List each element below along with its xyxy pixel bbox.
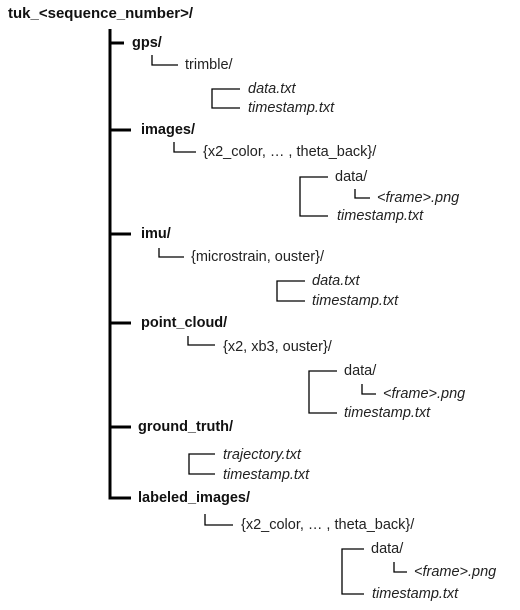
folder-point-cloud-sensors: {x2, xb3, ouster}/ xyxy=(223,339,332,355)
connector-li-files xyxy=(341,548,364,595)
file-gps-data: data.txt xyxy=(248,81,296,97)
connector-li-sub xyxy=(204,514,233,526)
folder-images-cameras: {x2_color, … , theta_back}/ xyxy=(203,144,377,160)
connector-pc-frame xyxy=(361,384,376,395)
folder-labeled-images: labeled_images/ xyxy=(138,490,251,506)
connector-pc-sub xyxy=(187,336,215,346)
folder-images-data: data/ xyxy=(335,169,368,185)
file-images-frame: <frame>.png xyxy=(377,190,460,206)
folder-point-cloud: point_cloud/ xyxy=(141,315,228,331)
folder-labeled-images-data: data/ xyxy=(371,541,404,557)
connector-images-frame xyxy=(354,189,370,199)
folder-trimble: trimble/ xyxy=(185,57,233,73)
folder-gps: gps/ xyxy=(132,35,162,51)
file-imu-data: data.txt xyxy=(312,273,360,289)
connector-gps-files xyxy=(211,88,240,109)
folder-labeled-images-cameras: {x2_color, … , theta_back}/ xyxy=(241,517,415,533)
connector-li-frame xyxy=(393,562,407,573)
connector-imu-sub xyxy=(158,248,184,258)
folder-imu: imu/ xyxy=(141,226,171,242)
file-trajectory: trajectory.txt xyxy=(223,447,301,463)
folder-imu-sensors: {microstrain, ouster}/ xyxy=(191,249,324,265)
file-gps-timestamp: timestamp.txt xyxy=(248,100,335,116)
connector-imu-files xyxy=(276,280,305,302)
connector-images-sub xyxy=(173,142,196,153)
file-ground-truth-timestamp: timestamp.txt xyxy=(223,467,310,483)
connector-pc-files xyxy=(308,370,337,414)
folder-ground-truth: ground_truth/ xyxy=(138,419,234,435)
file-point-cloud-frame: <frame>.png xyxy=(383,386,466,402)
connector-gt-files xyxy=(188,453,215,475)
connector-gps-trimble xyxy=(151,55,178,66)
folder-images: images/ xyxy=(141,122,195,138)
root-folder: tuk_<sequence_number>/ xyxy=(8,5,194,22)
file-images-timestamp: timestamp.txt xyxy=(337,208,424,224)
folder-point-cloud-data: data/ xyxy=(344,363,377,379)
file-point-cloud-timestamp: timestamp.txt xyxy=(344,405,431,421)
file-imu-timestamp: timestamp.txt xyxy=(312,293,399,309)
file-labeled-images-frame: <frame>.png xyxy=(414,564,497,580)
connector-images-files xyxy=(299,176,328,217)
file-labeled-images-timestamp: timestamp.txt xyxy=(372,586,459,602)
